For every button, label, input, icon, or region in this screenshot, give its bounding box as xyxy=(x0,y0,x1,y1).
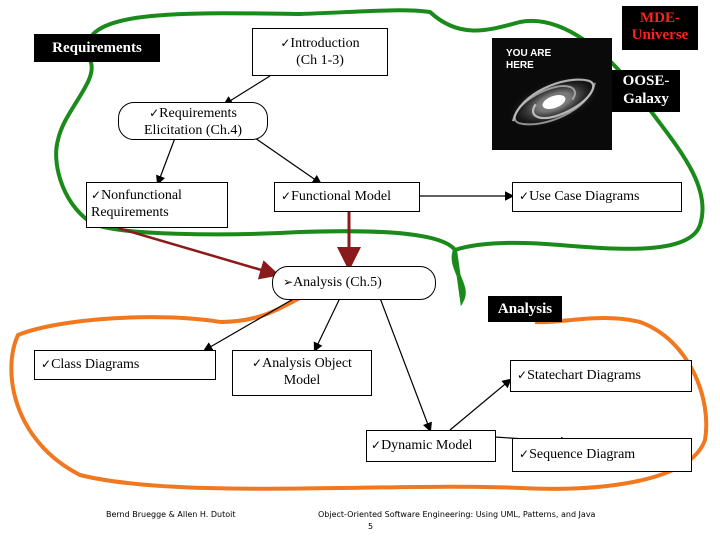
check-icon: ✓ xyxy=(41,357,52,371)
introduction-line1: Introduction xyxy=(290,36,360,51)
elicitation-line2: Elicitation (Ch.4) xyxy=(144,123,242,138)
check-icon: ✓ xyxy=(519,447,530,461)
check-icon: ✓ xyxy=(252,356,263,370)
sequence-diagram-label: Sequence Diagram xyxy=(529,447,636,462)
connector-analysis-to-dynamic xyxy=(379,297,432,433)
footer-book-title: Object-Oriented Software Engineering: Us… xyxy=(318,510,596,519)
connector-nonfunctional-to-analysis xyxy=(117,226,280,280)
check-icon: ✓ xyxy=(149,106,160,120)
analysis-object-model-node[interactable]: ✓Analysis Object Model xyxy=(232,350,372,396)
introduction-node[interactable]: ✓Introduction (Ch 1-3) xyxy=(252,28,388,76)
connector-elicitation-to-nonfunctional xyxy=(156,137,176,186)
statechart-diagrams-label: Statechart Diagrams xyxy=(527,368,641,383)
sequence-diagram-node[interactable]: ✓Sequence Diagram xyxy=(512,438,692,472)
footer-authors: Bernd Bruegge & Allen H. Dutoit xyxy=(106,510,236,519)
check-icon: ✓ xyxy=(371,438,382,452)
statechart-diagrams-node[interactable]: ✓Statechart Diagrams xyxy=(510,360,692,392)
class-diagrams-label: Class Diagrams xyxy=(51,357,140,372)
analysis-ch5-label: Analysis (Ch.5) xyxy=(293,275,382,290)
check-icon: ✓ xyxy=(281,189,292,203)
use-case-diagrams-label: Use Case Diagrams xyxy=(529,189,640,204)
footer-page-number: 5 xyxy=(368,522,374,531)
arrow-bullet-icon: ➢ xyxy=(283,275,294,289)
analysis-tag: Analysis xyxy=(488,296,562,322)
requirements-elicitation-node[interactable]: ✓Requirements Elicitation (Ch.4) xyxy=(118,102,268,140)
nonfunctional-line2: Requirements xyxy=(91,205,169,220)
check-icon: ✓ xyxy=(517,368,528,382)
object-model-line2: Model xyxy=(283,373,321,388)
galaxy-image: YOU ARE HERE xyxy=(492,38,612,150)
spiral-galaxy-icon xyxy=(506,75,602,129)
nonfunctional-requirements-node[interactable]: ✓Nonfunctional Requirements xyxy=(86,182,228,228)
introduction-line2: (Ch 1-3) xyxy=(296,53,344,68)
connector-analysis-to-object xyxy=(313,297,341,353)
class-diagrams-node[interactable]: ✓Class Diagrams xyxy=(34,350,216,380)
galaxy-caption: YOU ARE HERE xyxy=(506,48,552,71)
dynamic-model-node[interactable]: ✓Dynamic Model xyxy=(366,430,496,462)
connector-dynamic-to-statechart xyxy=(449,378,512,431)
check-icon: ✓ xyxy=(280,36,291,50)
analysis-ch5-node[interactable]: ➢Analysis (Ch.5) xyxy=(272,266,436,300)
check-icon: ✓ xyxy=(519,189,530,203)
mde-universe-label: MDE- Universe xyxy=(622,6,698,50)
elicitation-line1: Requirements xyxy=(159,106,237,121)
dynamic-model-label: Dynamic Model xyxy=(381,438,473,453)
object-model-line1: Analysis Object xyxy=(262,356,352,371)
functional-model-label: Functional Model xyxy=(291,189,391,204)
nonfunctional-line1: Nonfunctional xyxy=(101,188,182,203)
oose-galaxy-label: OOSE- Galaxy xyxy=(612,70,680,112)
requirements-tag: Requirements xyxy=(34,34,160,62)
use-case-diagrams-node[interactable]: ✓Use Case Diagrams xyxy=(512,182,682,212)
connector-analysis-to-class xyxy=(202,297,296,352)
functional-model-node[interactable]: ✓Functional Model xyxy=(274,182,420,212)
check-icon: ✓ xyxy=(91,188,102,202)
connector-elicitation-to-functional xyxy=(254,137,322,185)
connector-intro-to-elicitation xyxy=(222,75,271,106)
